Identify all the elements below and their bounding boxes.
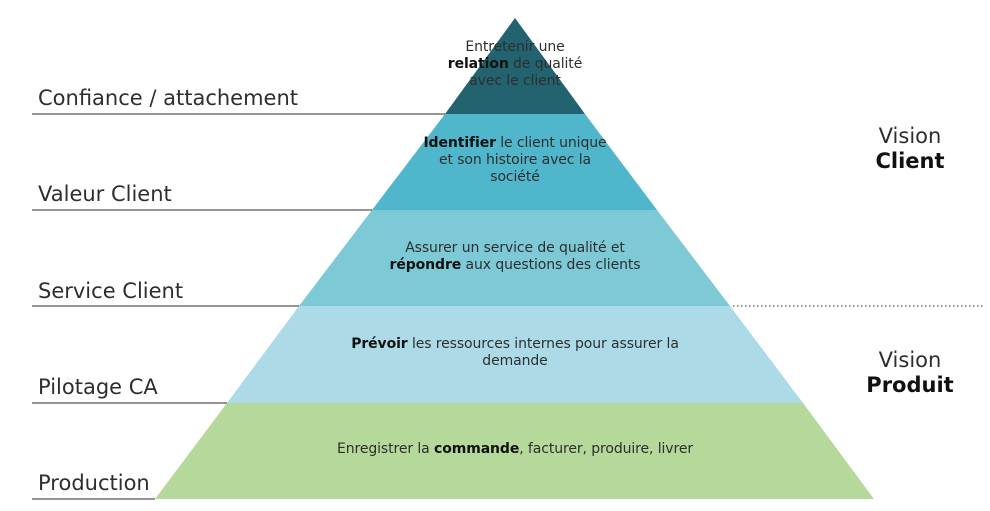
vision-produit-label: Vision Produit: [855, 348, 965, 398]
level-label-pilotage: Pilotage CA: [38, 375, 158, 399]
tier-text-run: et son histoire avec la: [438, 152, 592, 168]
tier-text-bold: commande: [434, 441, 520, 457]
tier-text-run: de qualité: [508, 56, 583, 72]
tier-text-production: Enregistrer la commande, facturer, produ…: [285, 441, 745, 458]
tier-text-run: aux questions des clients: [461, 257, 641, 273]
pyramid-tier-relation: [445, 18, 585, 114]
pyramid-tier-valeur: [372, 114, 657, 210]
vision-client-line2: Client: [875, 149, 945, 173]
tier-text-line: Entretenir une: [415, 39, 615, 56]
tier-text-run: avec le client: [469, 73, 561, 89]
tier-text-line: et son histoire avec la: [395, 152, 635, 169]
vision-produit-line1: Vision: [878, 348, 942, 372]
tier-text-line: répondre aux questions des clients: [345, 257, 685, 274]
tier-text-line: relation de qualité: [415, 56, 615, 73]
tier-text-bold: répondre: [389, 257, 462, 273]
tier-text-run: demande: [482, 353, 548, 369]
tier-text-line: demande: [305, 353, 725, 370]
tier-text-bold: Prévoir: [351, 336, 408, 352]
tier-text-bold: Identifier: [423, 135, 496, 151]
pyramid-tier-production: [155, 403, 874, 499]
tier-text-run: les ressources internes pour assurer la: [407, 336, 679, 352]
vision-client-line1: Vision: [878, 124, 942, 148]
tier-text-line: Prévoir les ressources internes pour ass…: [305, 336, 725, 353]
level-label-valeur: Valeur Client: [38, 182, 172, 206]
tier-text-run: Enregistrer la: [336, 441, 434, 457]
tier-text-pilotage: Prévoir les ressources internes pour ass…: [305, 336, 725, 370]
tier-text-bold: relation: [447, 56, 509, 72]
vision-client-label: Vision Client: [855, 124, 965, 174]
tier-text-run: Entretenir une: [465, 39, 565, 55]
tier-text-line: société: [395, 169, 635, 186]
tier-text-line: Identifier le client unique: [395, 135, 635, 152]
tier-text-run: , facturer, produire, livrer: [519, 441, 694, 457]
level-label-service: Service Client: [38, 279, 184, 303]
tier-text-run: Assurer un service de qualité et: [405, 240, 625, 256]
tier-text-run: le client unique: [495, 135, 607, 151]
pyramid-tier-service: [299, 210, 730, 306]
tier-text-run: société: [490, 169, 540, 185]
tier-text-line: Assurer un service de qualité et: [345, 240, 685, 257]
tier-text-line: avec le client: [415, 73, 615, 90]
level-label-confiance: Confiance / attachement: [38, 86, 299, 110]
vision-produit-line2: Produit: [866, 373, 954, 397]
tier-text-line: Enregistrer la commande, facturer, produ…: [285, 441, 745, 458]
level-label-production: Production: [38, 471, 150, 495]
pyramid-tier-pilotage: [227, 306, 803, 403]
